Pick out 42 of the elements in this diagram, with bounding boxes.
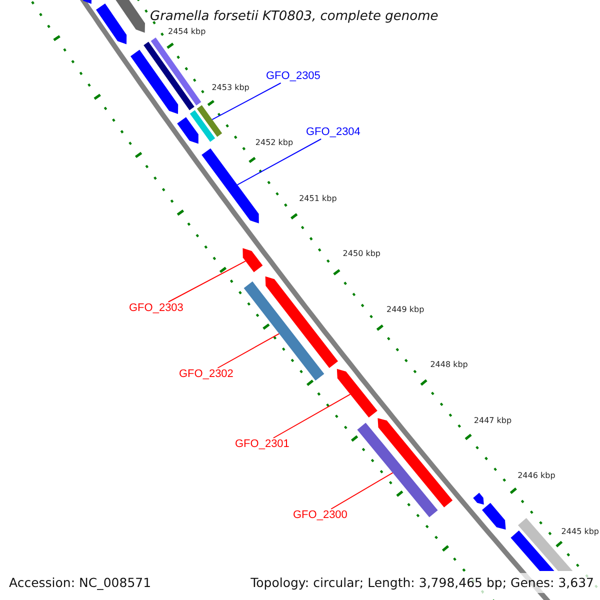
gene-feature xyxy=(244,281,324,381)
tick-label: 2450 kbp xyxy=(342,249,380,259)
gene-label: GFO_2301 xyxy=(235,438,290,451)
gene-label: GFO_2302 xyxy=(179,368,234,381)
gene-feature xyxy=(116,0,145,33)
gene-feature xyxy=(242,248,263,272)
tick-label: 2454 kbp xyxy=(168,27,206,37)
gene-feature xyxy=(357,422,438,518)
gene-feature xyxy=(265,276,338,368)
gene-feature xyxy=(510,530,554,571)
gene-feature xyxy=(177,117,198,144)
leader-line xyxy=(272,394,351,438)
leader-line xyxy=(236,138,322,186)
tick-label: 2445 kbp xyxy=(561,526,599,536)
gene-feature xyxy=(202,148,259,224)
gene-label: GFO_2303 xyxy=(129,302,184,315)
map-title: Gramella forsetii KT0803, complete genome xyxy=(150,9,438,24)
gene-feature xyxy=(336,368,378,418)
tick-label: 2448 kbp xyxy=(430,360,468,370)
leader-line xyxy=(168,260,246,302)
tick-label: 2447 kbp xyxy=(474,416,512,426)
leader-line xyxy=(212,82,282,120)
tick-label: 2446 kbp xyxy=(518,471,556,481)
gene-feature xyxy=(150,38,202,106)
gene-feature xyxy=(130,50,178,114)
tick-label: 2452 kbp xyxy=(255,138,294,148)
gene-feature xyxy=(473,492,484,505)
gene-feature xyxy=(378,418,453,508)
gene-label: GFO_2304 xyxy=(306,126,360,139)
gene-feature xyxy=(144,42,194,110)
gene-feature xyxy=(190,110,216,142)
gene-feature xyxy=(82,0,92,4)
tick-label: 2449 kbp xyxy=(386,304,424,314)
gene-label: GFO_2300 xyxy=(293,509,348,522)
gene-feature xyxy=(96,4,127,44)
tick-label: 2453 kbp xyxy=(212,82,250,92)
leader-line xyxy=(217,333,280,368)
gene-label: GFO_2305 xyxy=(266,70,320,83)
gene-feature xyxy=(196,105,222,137)
tick-label: 2451 kbp xyxy=(299,194,337,204)
leader-line xyxy=(330,472,394,510)
gene-feature xyxy=(482,502,506,530)
